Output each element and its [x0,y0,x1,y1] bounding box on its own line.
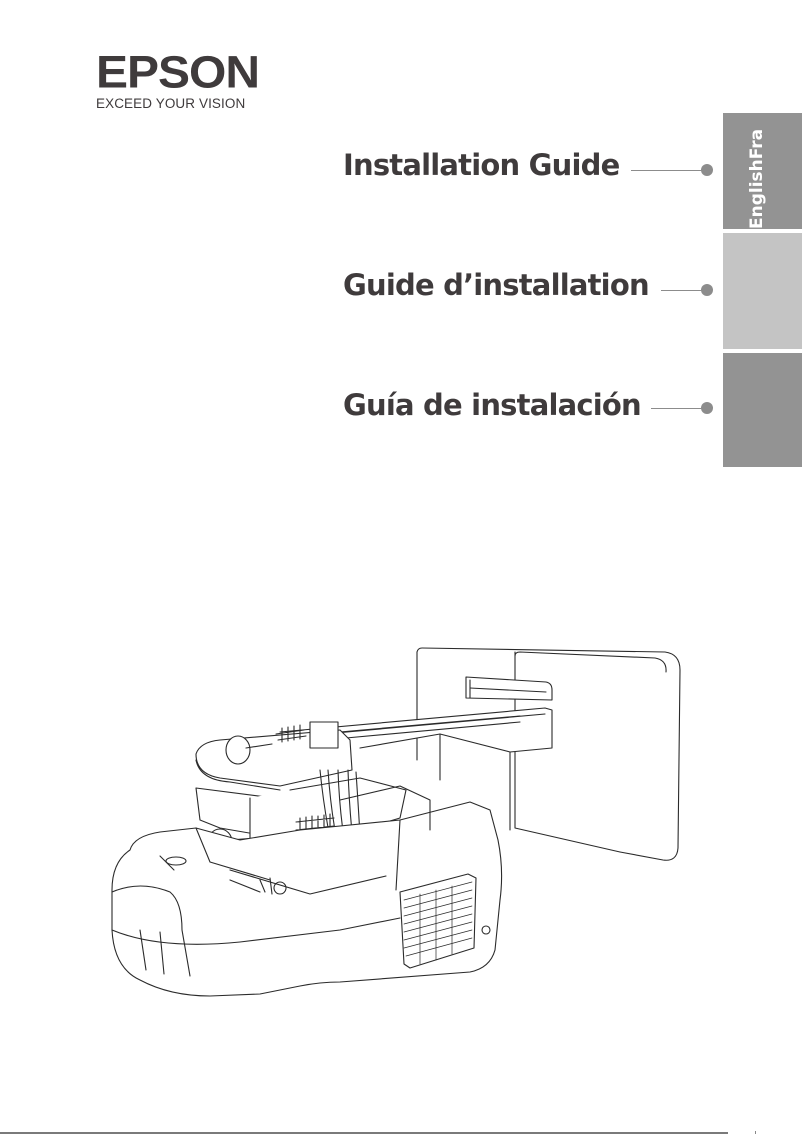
connector-line-english [631,170,703,171]
tab-spanish[interactable] [723,353,802,467]
connector-line-french [661,290,703,291]
title-english: Installation Guide [343,148,620,182]
tab-english-label-wrap: EnglishFra [723,113,802,229]
tab-french[interactable] [723,233,802,349]
logo-tagline: EXCEED YOUR VISION [96,96,246,111]
footer-rule [0,1132,728,1134]
title-spanish: Guía de instalación [343,388,642,422]
connector-dot-french [701,284,713,296]
tab-english[interactable]: EnglishFra [723,113,802,229]
logo-wordmark: EPSON [96,47,260,98]
tab-english-label: EnglishFra [747,128,767,229]
connector-dot-spanish [701,402,713,414]
footer-tick [755,1131,756,1134]
epson-logo: EPSON EXCEED YOUR VISION [96,47,260,111]
connector-dot-english [701,164,713,176]
projector-illustration [111,647,681,997]
title-french: Guide d’installation [343,268,650,302]
connector-line-spanish [651,408,703,409]
